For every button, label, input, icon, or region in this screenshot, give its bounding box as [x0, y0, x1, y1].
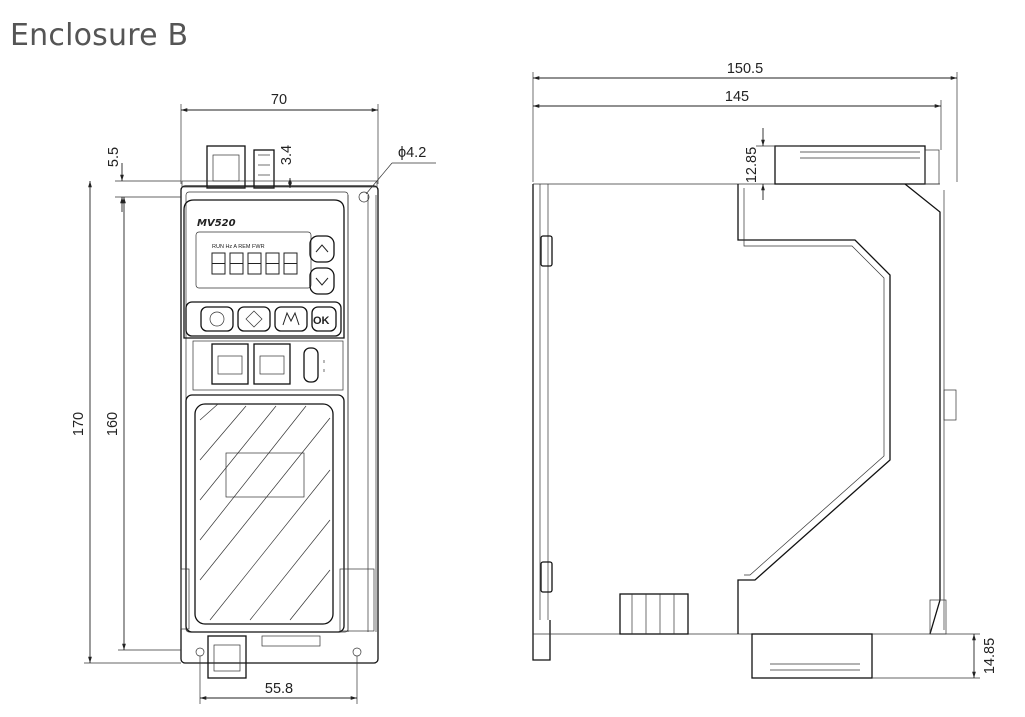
front-view: MV520 RUN Hz A REM FWR O [71, 92, 436, 704]
dimension-phi: ϕ4.2 [365, 145, 436, 195]
dim-hole-diameter: ϕ4.2 [398, 145, 426, 161]
dimension-12-85: 12.85 [744, 128, 800, 200]
keypad-panel: MV520 RUN Hz A REM FWR O [183, 199, 345, 339]
menu-key [274, 306, 308, 332]
rj45-port-2 [253, 343, 291, 385]
logo-text: MV520 [197, 218, 236, 229]
seven-segment-display [211, 252, 298, 275]
dim-total-height: 170 [71, 412, 87, 436]
mounting-hole [358, 191, 370, 203]
dimension-55-8: 55.8 [199, 656, 358, 704]
ports-area [192, 340, 344, 391]
dim-body-height: 160 [105, 412, 121, 436]
dim-bottom-clip-height: 14.85 [982, 638, 998, 674]
dim-clip-gap: 3.4 [279, 145, 295, 165]
dimension-150-5: 150.5 [532, 61, 958, 182]
stop-key [200, 306, 234, 332]
ok-key-label: OK [313, 315, 330, 327]
dimension-170: 170 [71, 181, 181, 664]
run-key [237, 306, 271, 332]
dimension-145: 145 [533, 89, 942, 150]
dim-top-offset: 5.5 [106, 147, 122, 167]
side-view: 150.5 145 12.85 14.85 [532, 61, 998, 679]
usb-port [303, 347, 319, 383]
dimension-160: 160 [105, 197, 181, 651]
dim-body-depth: 145 [725, 89, 749, 105]
side-top-clip [774, 145, 940, 185]
status-labels: RUN Hz A REM FWR [212, 244, 265, 250]
up-key [309, 235, 335, 263]
dimension-70: 70 [180, 92, 379, 184]
side-fins [619, 593, 689, 635]
heatsink [185, 394, 345, 633]
dimension-14-85: 14.85 [872, 633, 998, 679]
dim-bottom-width: 55.8 [265, 681, 293, 697]
down-key [309, 267, 335, 295]
rj45-port-1 [211, 343, 249, 385]
page-title: Enclosure B [10, 18, 189, 53]
side-bottom-clip [751, 599, 947, 679]
dimension-3-4: 3.4 [279, 145, 295, 188]
dimension-5-5: 5.5 [106, 147, 181, 212]
dim-overall-depth: 150.5 [727, 61, 763, 77]
dim-width-70: 70 [271, 92, 287, 108]
top-connector [181, 145, 378, 189]
bottom-connector [207, 635, 247, 679]
dim-top-clip-height: 12.85 [744, 147, 760, 183]
ok-key [311, 306, 337, 332]
